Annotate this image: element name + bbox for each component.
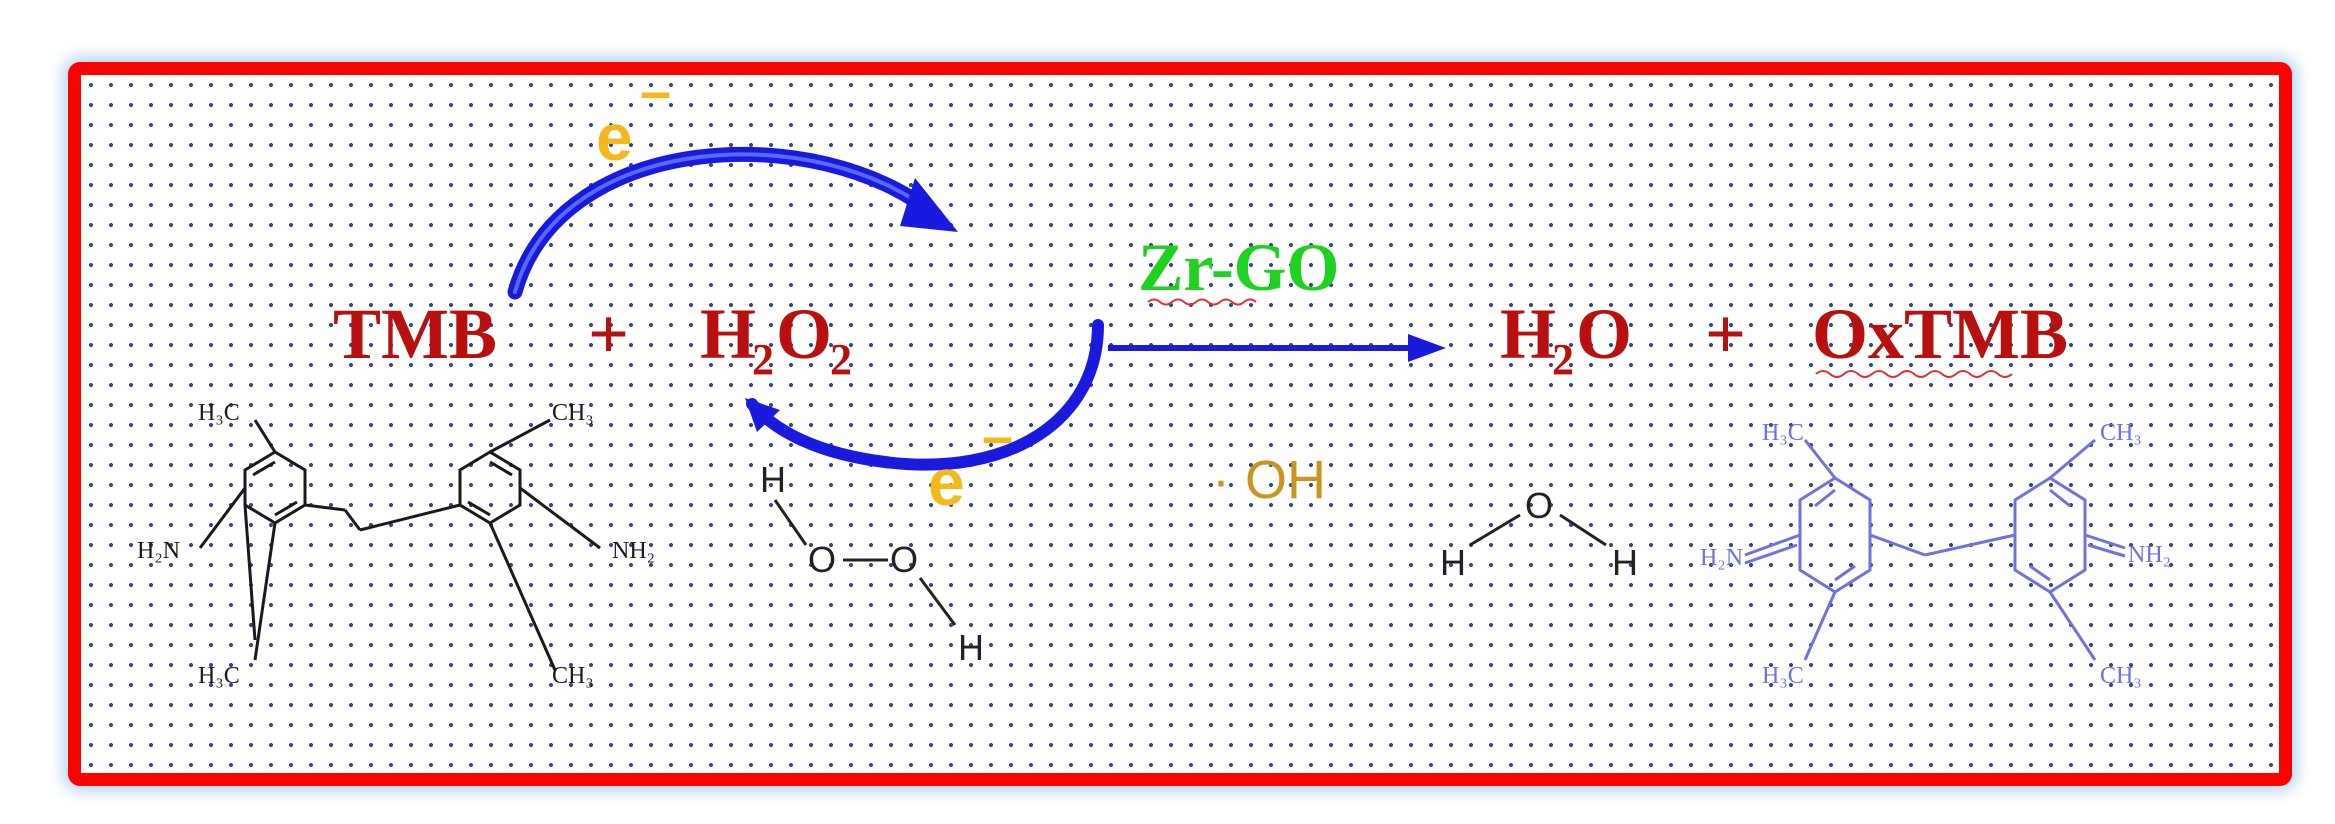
catalyst-spellcheck-underline [1147,298,1257,306]
oxtmb-left-label: H₂N [1700,545,1743,571]
oxtmb-top-left-label: H₃C [1762,420,1804,446]
water-o: O [1525,485,1553,526]
arrowhead-bottom-icon [745,398,780,432]
reactant-tmb: TMB [333,294,497,374]
product-oxtmb: OxTMB [1812,294,2068,374]
electron-top-charge: – [640,59,671,122]
product-h2o-subscript: 2 [1552,335,1574,384]
product-h2o-h: H [1500,294,1556,374]
catalyst-label: Zr-GO [1138,229,1339,305]
tmb-bottom-right-label: CH₃ [552,663,594,689]
plus-sign-1: + [588,294,629,374]
reactant-h2o2-h: H [700,294,756,374]
tmb-bottom-left-label: H₃C [198,663,240,689]
h2o2-structure [773,499,957,626]
oxtmb-bottom-left-label: H₃C [1762,663,1804,689]
electron-transfer-arrow-top [507,146,958,300]
diagram-frame [68,62,2292,786]
oxtmb-ring-left [1798,476,1872,594]
h2o2-h-top: H [760,459,786,500]
water-h-right: H [1612,542,1638,583]
reactant-h2o2-subscript-1: 2 [752,335,774,384]
oxtmb-bottom-right-label: CH₃ [2100,663,2142,689]
h2o2-o-1: O [808,539,836,580]
tmb-top-left-label: H₃C [198,400,240,426]
oxtmb-structure [1744,438,2126,661]
electron-transfer-arrow-bottom [745,319,1104,471]
reactant-h2o2-subscript-2: 2 [830,335,852,384]
tmb-right-label: NH₂ [612,538,655,564]
plus-sign-2: + [1705,294,1746,374]
h2o2-h-bottom: H [958,627,984,668]
electron-bottom-symbol: e [928,445,965,519]
water-h-left: H [1440,542,1466,583]
reactant-h2o2-o: O [776,294,832,374]
oxtmb-top-right-label: CH₃ [2100,420,2142,446]
water-structure [1469,513,1607,547]
reaction-arrow [1108,334,1446,362]
h2o2-o-2: O [890,539,918,580]
tmb-top-right-label: CH₃ [552,400,594,426]
electron-top-symbol: e [596,100,633,174]
tmb-left-label: H₂N [137,538,180,564]
arrowhead-top-icon [900,178,958,232]
product-h2o-o: O [1576,294,1632,374]
reaction-arrowhead-icon [1408,334,1446,362]
oxtmb-right-label: NH₂ [2128,542,2171,568]
oxtmb-spellcheck-underline [1815,370,2013,378]
oxtmb-ring-right [2013,476,2087,594]
hydroxyl-radical-label: · OH [1212,450,1326,510]
tmb-structure [198,418,601,671]
electron-bottom-charge: – [982,404,1013,467]
